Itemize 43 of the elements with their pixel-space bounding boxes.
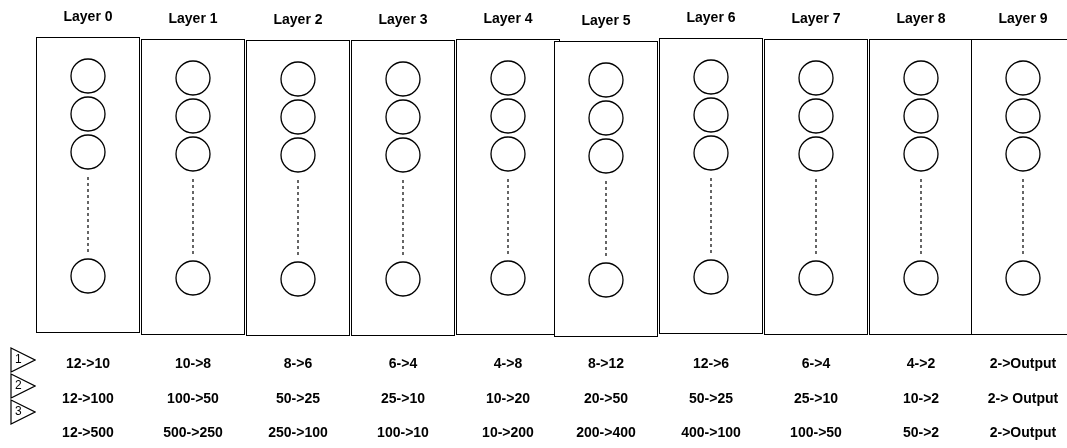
layer-heading: Layer 7 <box>790 10 842 26</box>
layer-size-text: 25->10 <box>794 390 838 406</box>
layer-size-text: 250->100 <box>268 424 328 440</box>
layer-size-text: 2-> Output <box>987 390 1059 406</box>
layer-size-text: 10->8 <box>174 355 212 371</box>
layer-size-text: 12->6 <box>692 355 730 371</box>
layer-heading: Layer 0 <box>62 8 114 24</box>
layer-size-text: 100->50 <box>167 390 219 406</box>
layer-size-text: 10->2 <box>902 390 940 406</box>
layer-size-text: 12->10 <box>66 355 110 371</box>
layer-size-text: 400->100 <box>681 424 741 440</box>
layer-size-text: 100->50 <box>790 424 842 440</box>
layer-size-text: 500->250 <box>163 424 223 440</box>
layer-size-text: 8->6 <box>283 355 313 371</box>
layer-heading: Layer 9 <box>997 10 1049 26</box>
layer-heading: Layer 3 <box>377 11 429 27</box>
layer-heading: Layer 1 <box>167 10 219 26</box>
row-number: 2 <box>15 378 22 392</box>
layer-size-text: 100->10 <box>377 424 429 440</box>
layer-size-text: 4->2 <box>906 355 936 371</box>
layer-size-text: 2->Output <box>989 355 1057 371</box>
layer-heading: Layer 4 <box>482 10 534 26</box>
layer-heading: Layer 5 <box>580 12 632 28</box>
row-number: 1 <box>15 352 22 366</box>
layer-size-text: 10->200 <box>482 424 534 440</box>
layer-size-text: 50->2 <box>902 424 940 440</box>
layer-size-text: 6->4 <box>388 355 418 371</box>
layer-heading: Layer 6 <box>685 9 737 25</box>
layer-size-text: 8->12 <box>587 355 625 371</box>
layer-heading: Layer 8 <box>895 10 947 26</box>
layer-size-text: 10->20 <box>486 390 530 406</box>
layer-size-text: 200->400 <box>576 424 636 440</box>
layer-heading: Layer 2 <box>272 11 324 27</box>
layer-size-text: 25->10 <box>381 390 425 406</box>
layer-size-text: 6->4 <box>801 355 831 371</box>
layer-size-text: 2->Output <box>989 424 1057 440</box>
layer-size-text: 12->100 <box>62 390 114 406</box>
layer-size-text: 50->25 <box>689 390 733 406</box>
layer-size-text: 20->50 <box>584 390 628 406</box>
layer-size-text: 12->500 <box>62 424 114 440</box>
layer-size-text: 50->25 <box>276 390 320 406</box>
row-number: 3 <box>15 404 22 418</box>
layer-size-text: 4->8 <box>493 355 523 371</box>
